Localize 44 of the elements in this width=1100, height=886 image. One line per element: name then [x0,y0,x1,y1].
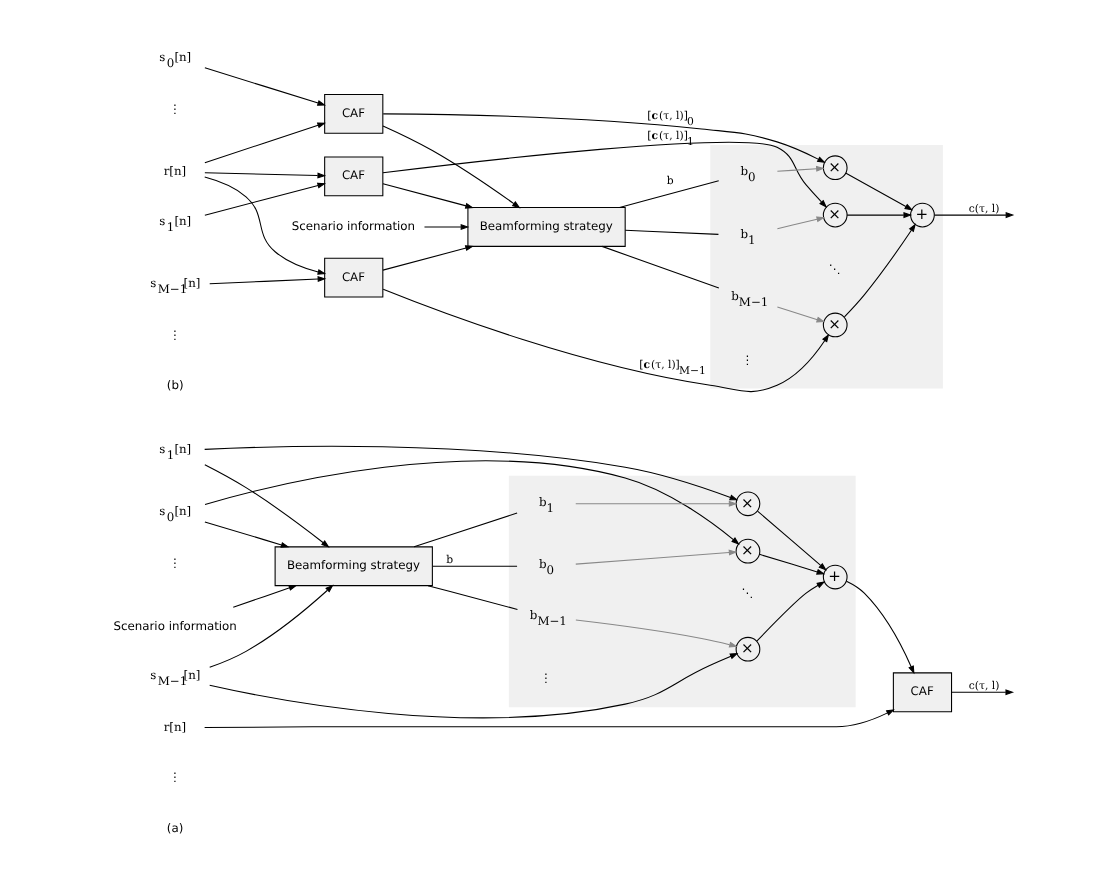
arrow [776,305,826,322]
connector [601,244,720,288]
arrow [209,583,334,667]
arrow [209,651,739,718]
arrow [204,444,739,500]
arrow [575,618,738,647]
arrow [382,112,826,163]
connector [413,511,518,547]
arrow [951,688,1015,695]
arrow [756,580,826,641]
connector [427,584,518,609]
arrow [757,509,827,570]
arrow [204,463,330,547]
arrow [204,708,895,728]
arrow [382,182,474,208]
connector [624,228,719,234]
arrow [204,459,740,544]
arrow [204,520,290,547]
arrow [382,244,474,270]
arrow [382,287,830,392]
arrow [382,140,828,208]
arrow [846,211,913,218]
arrow [204,175,327,274]
arrow [845,579,915,674]
connector [432,564,518,566]
arrow [423,222,470,229]
arrow [776,215,826,229]
arrow [843,222,916,317]
arrow [382,124,521,208]
arrow [204,121,326,163]
arrow [204,171,327,178]
arrow [232,584,298,607]
arrow [845,171,914,210]
connector [619,179,720,208]
cluster [508,474,856,707]
arrow [758,552,826,574]
arrow [575,548,738,564]
arrow [776,164,825,171]
arrow [204,66,326,105]
arrow [934,211,1015,218]
arrow [209,275,327,284]
arrow [204,181,327,215]
cluster [710,144,943,388]
arrow [575,499,738,506]
